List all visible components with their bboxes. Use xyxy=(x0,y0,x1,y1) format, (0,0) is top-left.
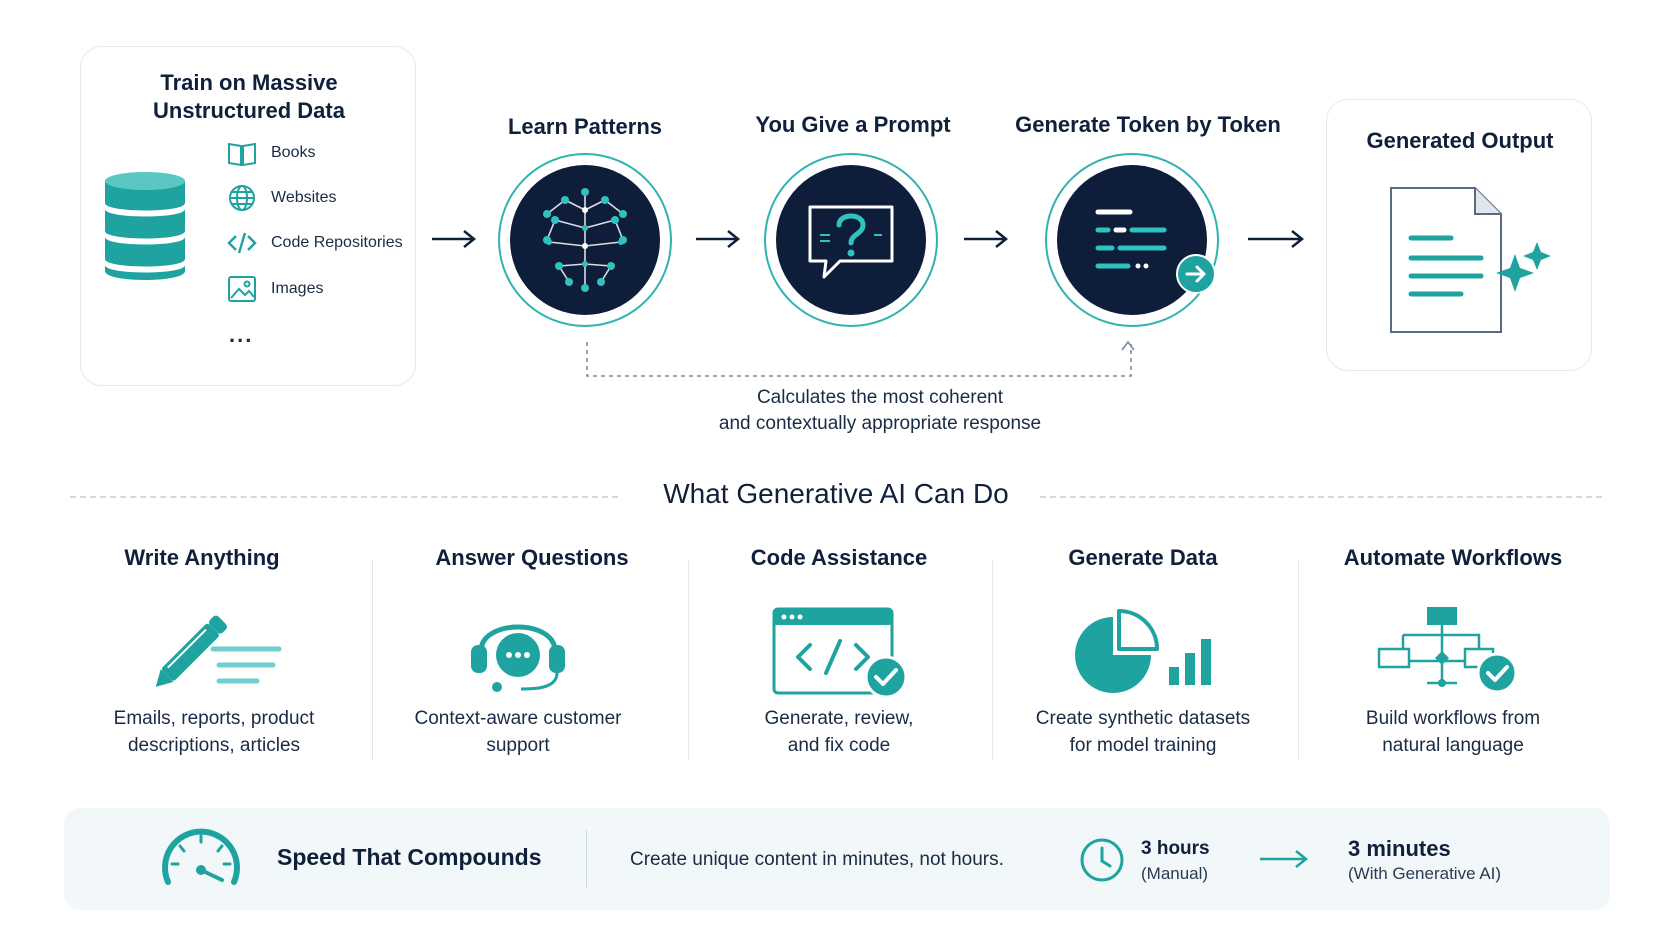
capability-write-anything: Write Anything Emails, reports, product … xyxy=(64,545,364,765)
image-icon xyxy=(228,276,256,302)
source-code-label: Code Repositories xyxy=(271,234,403,251)
code-brackets-icon xyxy=(227,232,257,254)
token-lines-icon xyxy=(1095,209,1167,269)
capability-desc-line2: and fix code xyxy=(787,735,891,756)
feedback-caption: Calculates the most coherent and context… xyxy=(630,385,1130,437)
book-icon xyxy=(228,142,256,167)
capability-title: Generate Data xyxy=(1068,545,1218,570)
capability-separator xyxy=(372,560,373,760)
capability-desc: Generate, review, and fix code xyxy=(698,705,980,759)
globe-icon xyxy=(229,185,255,211)
source-books-label: Books xyxy=(271,144,316,161)
banner-text: Create unique content in minutes, not ho… xyxy=(630,849,1004,870)
flow-arrow-4 xyxy=(1248,230,1305,248)
database-icon xyxy=(105,172,185,280)
code-window-check-icon xyxy=(772,607,908,699)
capability-desc: Build workflows from natural language xyxy=(1304,705,1602,759)
clock-icon xyxy=(1080,838,1124,882)
arrow-right-circle-icon xyxy=(1176,254,1216,294)
manual-time-note: (Manual) xyxy=(1141,864,1209,883)
speed-banner xyxy=(64,808,1610,910)
training-title-line2: Unstructured Data xyxy=(153,98,345,123)
capability-separator xyxy=(688,560,689,760)
capability-separator xyxy=(1298,560,1299,760)
capability-title: Answer Questions xyxy=(435,545,629,570)
source-code-repositories: Code Repositories xyxy=(225,227,403,259)
pie-bar-chart-icon xyxy=(1075,609,1211,693)
stage-learn-patterns-title: Learn Patterns xyxy=(507,114,663,139)
capability-title: Write Anything xyxy=(124,545,280,570)
capability-desc-line2: descriptions, articles xyxy=(127,735,301,756)
feedback-line2: and contextually appropriate response xyxy=(718,413,1042,434)
capability-desc-line2: support xyxy=(486,735,550,756)
feedback-line1: Calculates the most coherent xyxy=(756,387,1004,408)
arrow-right-icon xyxy=(1260,850,1309,868)
source-books: Books xyxy=(225,137,315,169)
source-images: Images xyxy=(225,273,323,305)
capability-desc-line2: for model training xyxy=(1069,735,1217,756)
banner-title: Speed That Compounds xyxy=(277,844,542,870)
capability-desc-line1: Create synthetic datasets xyxy=(1035,708,1251,729)
stage-prompt xyxy=(764,153,938,327)
capability-desc-line1: Context-aware customer xyxy=(414,708,622,729)
training-data-title: Train on Massive Unstructured Data xyxy=(81,69,417,125)
capability-generate-data: Generate Data Create synthetic datasets … xyxy=(1000,545,1286,765)
feedback-loop-line xyxy=(586,340,1135,377)
capability-desc: Emails, reports, product descriptions, a… xyxy=(64,705,364,759)
capability-desc: Context-aware customer support xyxy=(372,705,664,759)
stage-generate xyxy=(1045,153,1219,327)
capability-title: Automate Workflows xyxy=(1343,545,1563,570)
capability-desc-line1: Emails, reports, product xyxy=(113,708,315,729)
source-websites-label: Websites xyxy=(271,189,337,206)
flow-arrow-2 xyxy=(696,230,741,248)
capability-desc-line1: Generate, review, xyxy=(764,708,914,729)
headset-chat-icon xyxy=(471,624,565,692)
flow-arrow-1 xyxy=(432,230,477,248)
capability-desc-line1: Build workflows from xyxy=(1365,708,1541,729)
document-sparkle-icon xyxy=(1390,187,1551,333)
ai-time-note: (With Generative AI) xyxy=(1348,864,1502,883)
question-bubble-icon xyxy=(808,205,894,279)
pencil-icon xyxy=(155,615,282,687)
divider-right xyxy=(1040,496,1602,498)
more-sources: ... xyxy=(229,322,254,347)
neural-network-icon xyxy=(543,188,627,292)
training-data-card: Train on Massive Unstructured Data Books… xyxy=(80,46,416,386)
generated-output-card: Generated Output xyxy=(1326,99,1592,371)
training-title-line1: Train on Massive xyxy=(160,70,338,95)
manual-time-value: 3 hours xyxy=(1141,838,1210,859)
capability-separator xyxy=(992,560,993,760)
stage-generate-title: Generate Token by Token xyxy=(1015,112,1281,137)
flow-arrow-3 xyxy=(964,230,1009,248)
ai-time-value: 3 minutes xyxy=(1348,836,1451,861)
capability-code-assistance: Code Assistance Generate, review, and fi… xyxy=(698,545,980,765)
speedometer-icon xyxy=(162,828,240,885)
capability-desc: Create synthetic datasets for model trai… xyxy=(1000,705,1286,759)
divider-left xyxy=(70,496,618,498)
stage-prompt-title: You Give a Prompt xyxy=(755,112,951,137)
workflow-check-icon xyxy=(1377,607,1518,694)
generated-output-title: Generated Output xyxy=(1366,128,1554,153)
banner-separator xyxy=(586,830,587,888)
stage-learn-patterns xyxy=(498,153,672,327)
capability-automate-workflows: Automate Workflows Build workflows from … xyxy=(1304,545,1602,765)
capability-title: Code Assistance xyxy=(750,545,928,570)
source-websites: Websites xyxy=(225,182,337,214)
capability-desc-line2: natural language xyxy=(1382,735,1524,756)
capability-answer-questions: Answer Questions Context-aware customer … xyxy=(386,545,678,765)
capabilities-section-title: What Generative AI Can Do xyxy=(663,478,1009,509)
source-images-label: Images xyxy=(271,280,324,297)
